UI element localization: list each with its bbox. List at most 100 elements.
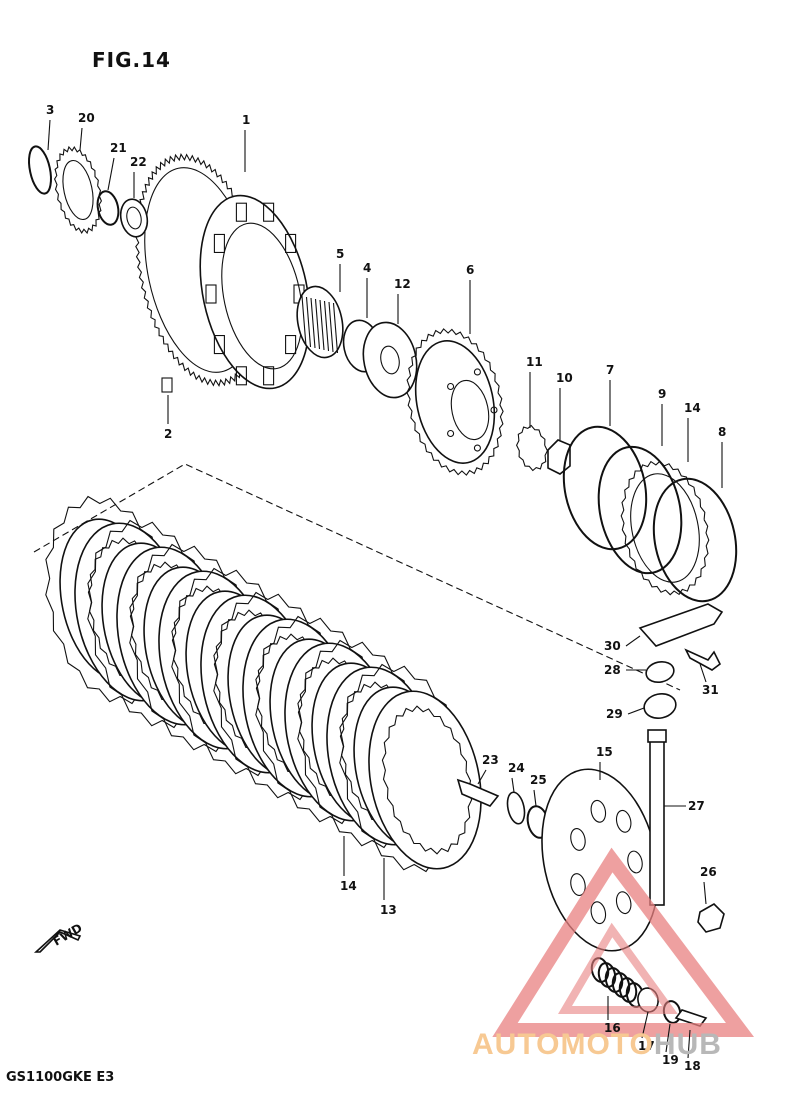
fwd-indicator: FWD [33, 921, 85, 953]
housing-inner [221, 222, 303, 370]
watermark-part-a: AUTOMOTO [472, 1028, 654, 1061]
callout-30: 30 [604, 639, 621, 653]
thrust-washer-large [362, 321, 418, 399]
callout-12: 12 [394, 277, 411, 291]
pressure-plate [541, 768, 659, 952]
push-rod-group [647, 729, 725, 933]
clutch-spring-coil [618, 977, 638, 1003]
leader-line [627, 707, 645, 715]
fwd-arrow-icon [33, 929, 82, 953]
housing-slot [285, 233, 297, 254]
pressure-plate-window [615, 809, 632, 833]
needle-bearing-a-bore [126, 206, 142, 230]
figure-title: FIG.14 [92, 48, 171, 72]
housing-slot [235, 202, 247, 222]
callout-29: 29 [606, 707, 623, 721]
clutch-spring-coil [597, 962, 617, 988]
needle-bearing-b [296, 285, 344, 359]
driven-plate-splines [381, 705, 473, 855]
callout-24: 24 [508, 761, 525, 775]
release-bearing [506, 791, 526, 825]
leader-line [47, 119, 51, 151]
leader-line [641, 1011, 649, 1039]
bearing-roller [323, 300, 330, 352]
arm-bolt [684, 648, 722, 671]
leader-line [107, 157, 115, 191]
callout-14: 14 [684, 401, 701, 415]
hub-center [450, 379, 490, 441]
clutch-bolt [456, 778, 500, 807]
callout-13: 13 [380, 903, 397, 917]
spacer [96, 190, 120, 226]
leader-line [625, 635, 641, 647]
callout-7: 7 [606, 363, 614, 377]
housing-slot [285, 334, 297, 355]
push-rod [649, 734, 665, 906]
sleeve-group [296, 285, 418, 399]
clutch-plate-stack [45, 495, 482, 873]
push-rod-tip [647, 729, 667, 743]
hub-nut-group [515, 424, 571, 475]
callout-31: 31 [702, 683, 719, 697]
clutch-housing [134, 152, 311, 390]
needle-bearing-a [119, 198, 149, 238]
callout-22: 22 [130, 155, 147, 169]
rod-cap [697, 903, 725, 933]
bearing-roller [314, 298, 321, 350]
callout-19: 19 [662, 1053, 679, 1067]
leader-line [699, 663, 707, 683]
callout-21: 21 [110, 141, 127, 155]
leader-line [665, 1023, 671, 1053]
watermark-part-b: HUB [653, 1028, 722, 1061]
hub-bolt-hole [473, 368, 481, 376]
callout-26: 26 [700, 865, 717, 879]
hub-bolt-hole [447, 429, 455, 438]
pressure-plate-window [615, 891, 632, 915]
fwd-label: FWD [51, 921, 85, 949]
bearing-roller [328, 301, 334, 353]
sleeve-hub [406, 328, 504, 476]
callout-17: 17 [638, 1039, 655, 1053]
leader-line [687, 1029, 691, 1059]
hub-bolt-hole [473, 444, 481, 452]
callout-18: 18 [684, 1059, 701, 1073]
callout-16: 16 [604, 1021, 621, 1035]
callout-3: 3 [46, 103, 54, 117]
bearing-roller [310, 297, 316, 349]
housing-body [199, 194, 311, 390]
callout-2: 2 [164, 427, 172, 441]
pressure-plate-window [570, 873, 586, 896]
watermark-triangle-inner [558, 922, 678, 1014]
release-arm [638, 603, 724, 647]
housing-slot [213, 233, 225, 254]
housing-slot [213, 334, 225, 355]
leader-line [511, 777, 515, 793]
release-mech [638, 603, 724, 720]
oil-pump-gear-hub [62, 159, 94, 221]
hub-splines [406, 328, 504, 476]
callout-4: 4 [363, 261, 371, 275]
callout-8: 8 [718, 425, 726, 439]
hub-bolt-hole [447, 382, 455, 391]
housing-slot [235, 366, 247, 386]
drive-plate-inner [630, 473, 700, 583]
callout-9: 9 [658, 387, 666, 401]
callout-25: 25 [530, 773, 547, 787]
thrust-washer-bore [380, 345, 400, 375]
pin-group [161, 377, 173, 393]
callout-11: 11 [526, 355, 543, 369]
spring-seat-ring [562, 425, 648, 551]
ring-group [562, 425, 738, 603]
leader-line [703, 881, 707, 905]
callout-20: 20 [78, 111, 95, 125]
callout-1: 1 [242, 113, 250, 127]
callout-28: 28 [604, 663, 621, 677]
callout-15: 15 [596, 745, 613, 759]
pump-drive-group [28, 145, 149, 238]
dowel-pin [161, 377, 173, 393]
lock-washer [515, 424, 549, 472]
callout-27: 27 [688, 799, 705, 813]
wire-ring [652, 477, 738, 603]
